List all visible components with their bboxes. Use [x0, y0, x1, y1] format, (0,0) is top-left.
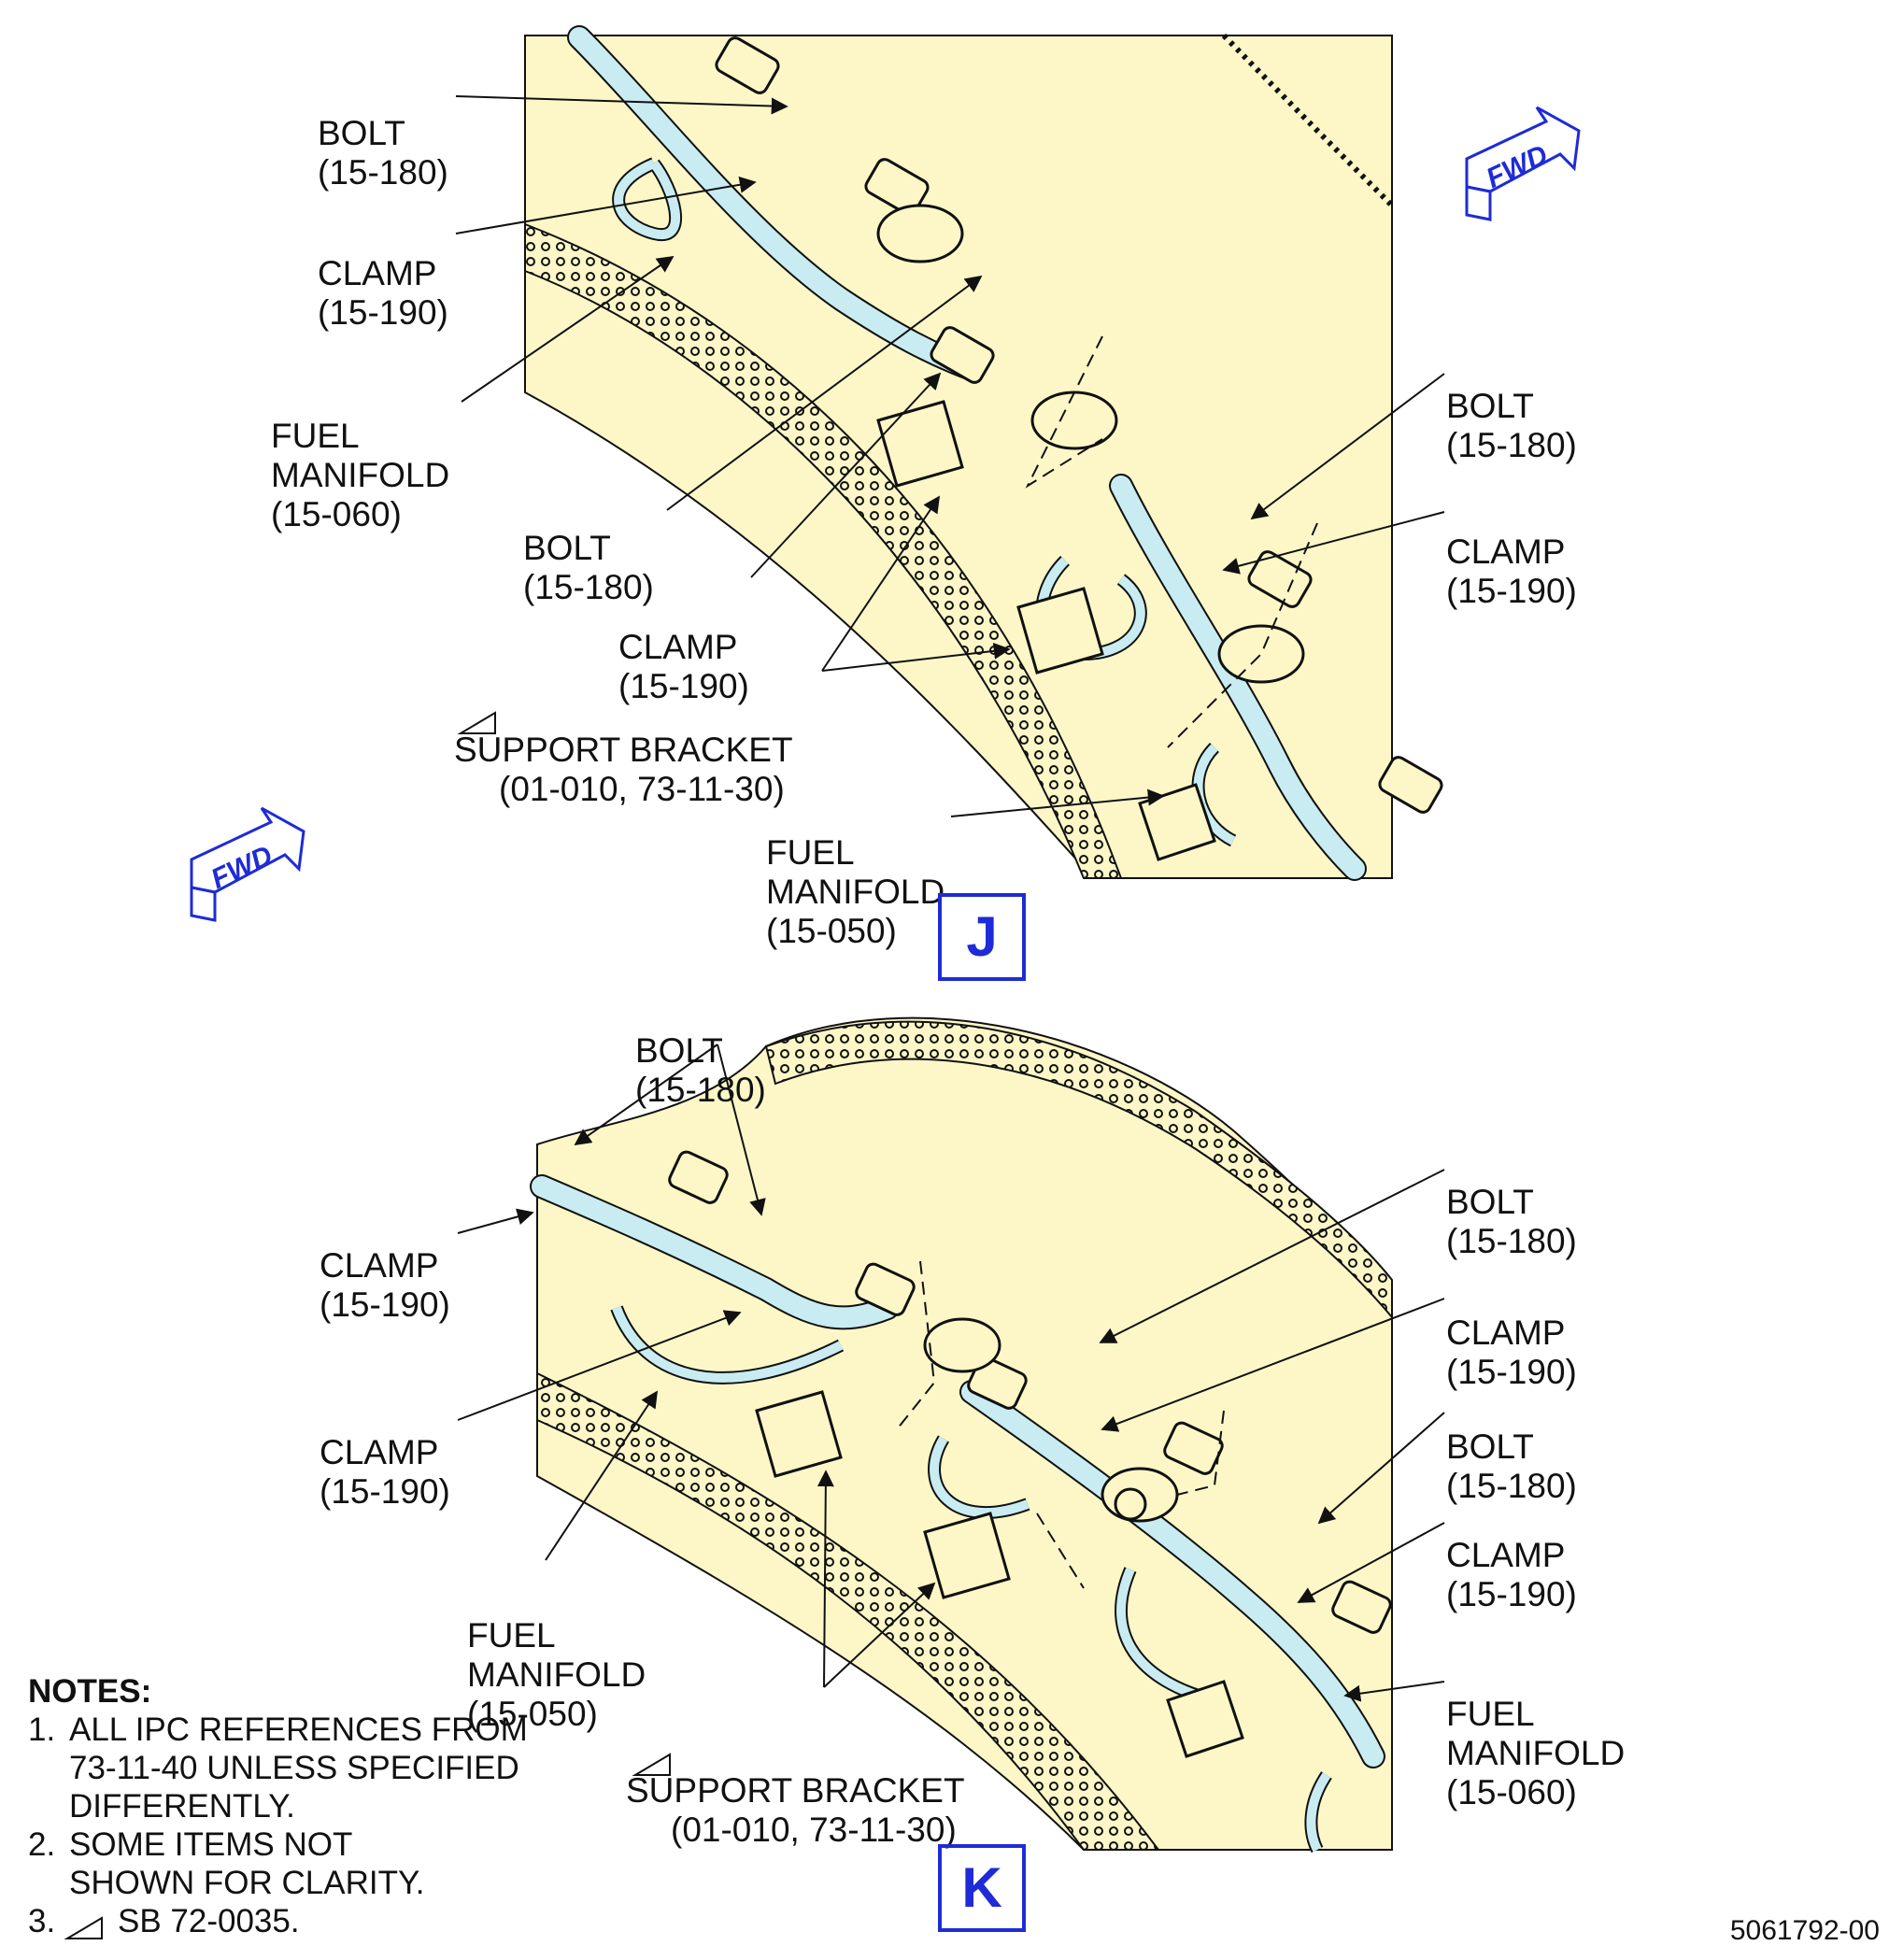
gear-ring-k-top — [764, 1020, 1393, 1320]
label-bolt: BOLT(15-180) — [318, 114, 448, 192]
label-clamp: CLAMP(15-190) — [320, 1246, 450, 1324]
label-bolt: BOLT(15-180) — [1446, 1183, 1577, 1260]
label-support-bracket: SUPPORT BRACKET(01-010, 73-11-30) — [454, 731, 793, 808]
label-clamp: CLAMP(15-190) — [1446, 1536, 1577, 1613]
label-bolt: BOLT(15-180) — [635, 1031, 766, 1109]
label-bolt: BOLT(15-180) — [523, 529, 654, 606]
label-bolt: BOLT(15-180) — [1446, 387, 1577, 464]
label-bolt: BOLT(15-180) — [1446, 1427, 1577, 1505]
label-clamp: CLAMP(15-190) — [1446, 1314, 1577, 1391]
label-clamp: CLAMP(15-190) — [1446, 533, 1577, 610]
engine-case-k — [536, 1016, 1393, 1851]
view-k-drawing — [457, 1016, 1445, 1853]
fwd-arrow-left — [190, 806, 305, 922]
view-letter-k: K — [938, 1844, 1026, 1932]
gear-ring-k-bottom — [536, 1371, 1161, 1851]
label-support-bracket: SUPPORT BRACKET(01-010, 73-11-30) — [626, 1771, 965, 1849]
notes-heading: NOTES: — [28, 1673, 152, 1710]
view-letter-j: J — [938, 893, 1026, 981]
label-clamp: CLAMP(15-190) — [618, 628, 749, 705]
label-clamp: CLAMP(15-190) — [318, 254, 448, 332]
view-j-drawing — [190, 25, 1581, 922]
note-item: 3. SB 72-0035. — [28, 1903, 300, 1939]
fwd-arrow-j-right — [1465, 106, 1581, 221]
label-clamp: CLAMP(15-190) — [320, 1433, 450, 1511]
figure-id: 5061792-00 — [1729, 1915, 1880, 1946]
gear-ring-j — [524, 222, 1123, 879]
